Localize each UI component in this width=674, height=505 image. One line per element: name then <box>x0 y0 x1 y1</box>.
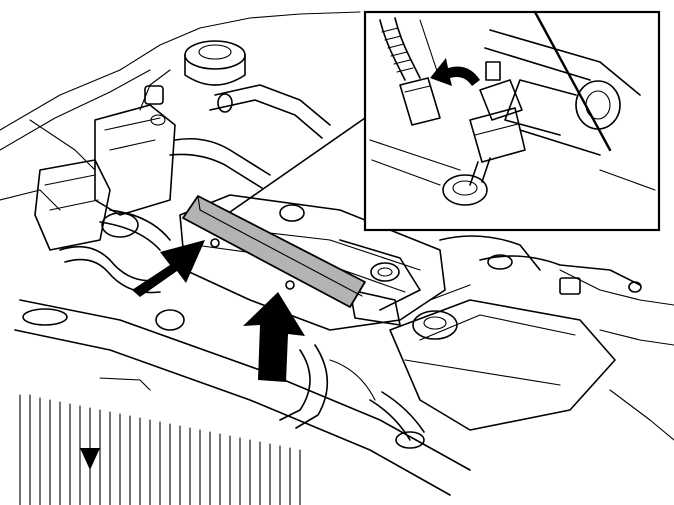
injector-connector <box>442 61 526 206</box>
arrow-up-right-icon <box>132 240 205 297</box>
inset-leader-line <box>229 117 366 213</box>
arrow-up-right-icon <box>243 292 305 382</box>
reservoir <box>94 85 176 216</box>
inset-background-lines <box>369 19 656 191</box>
lower-hoses <box>279 344 425 449</box>
hood-edge-lines <box>0 11 361 211</box>
curved-arrow-left-icon <box>430 58 480 86</box>
right-fender-lines <box>559 269 674 441</box>
fuel-rail <box>182 195 366 308</box>
battery-box-right <box>389 299 616 431</box>
right-strut-tower <box>429 235 641 301</box>
intake-pipe <box>209 84 331 139</box>
left-strut-tower <box>139 40 246 111</box>
inset-detail <box>363 10 661 232</box>
front-cross-member <box>14 299 471 496</box>
injector-hose <box>379 17 441 126</box>
radiator-grille <box>19 394 301 505</box>
inset-fuel-rail <box>484 10 641 156</box>
air-filter-box-left <box>34 159 111 251</box>
